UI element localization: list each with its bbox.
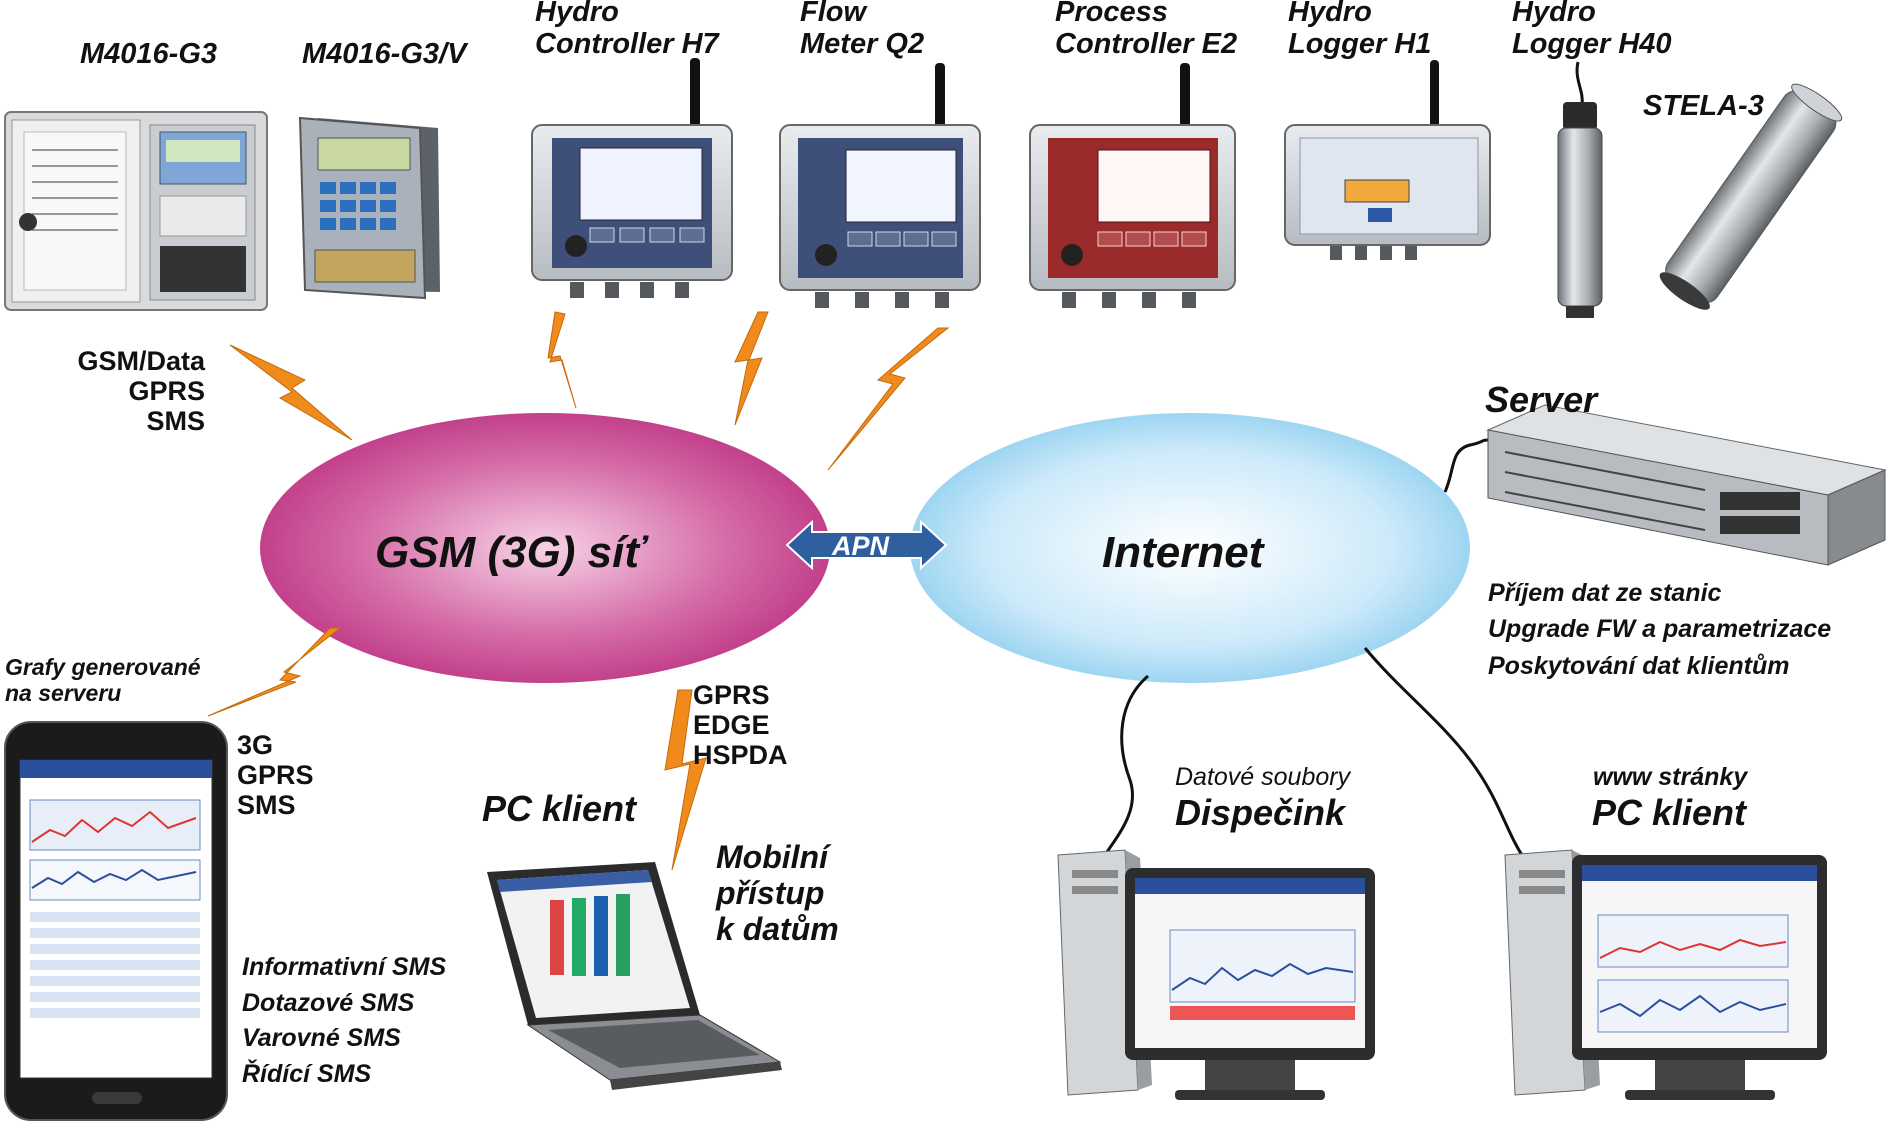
- web-client-subtitle: www stránky: [1593, 763, 1748, 791]
- flowmeter-q2-icon: [779, 63, 981, 308]
- dispatch-title: Dispečink: [1175, 792, 1346, 833]
- lightning-icon: [827, 327, 950, 471]
- sms-types: Informativní SMS Dotazové SMS Varovné SM…: [242, 953, 447, 1088]
- web-client-title: PC klient: [1592, 792, 1747, 833]
- laptop-icon: [487, 862, 782, 1090]
- mobile-access-text: Mobilní přístup k datům: [716, 839, 839, 947]
- lightning-icon: [734, 311, 769, 426]
- device-label-q2: Flow Meter Q2: [800, 0, 925, 61]
- device-label-stela: STELA-3: [1643, 90, 1764, 122]
- lightning-icon: [207, 627, 342, 717]
- apn-label: APN: [832, 531, 890, 561]
- webclient-cable: [1363, 647, 1527, 861]
- internet-cloud: [910, 413, 1470, 683]
- device-label-h7: Hydro Controller H7: [535, 0, 719, 61]
- device-label-m4016-g3v: M4016-G3/V: [302, 38, 467, 70]
- lightning-icon: [229, 344, 353, 441]
- server-cable: [1443, 438, 1489, 493]
- gsm-protocol-list: GSM/Data GPRS SMS: [77, 346, 205, 437]
- station-cabinet-icon: [4, 111, 268, 311]
- device-label-e2: Process Controller E2: [1055, 0, 1238, 61]
- apn-arrow: [785, 519, 948, 571]
- device-label-m4016-g3: M4016-G3: [80, 38, 218, 70]
- smartphone-icon: [4, 721, 228, 1121]
- lightning-icon: [664, 689, 707, 871]
- gsm-cloud: [260, 413, 830, 683]
- phone-protocols: 3G GPRS SMS: [237, 730, 314, 821]
- gsm-cloud-label: GSM (3G) síť: [375, 528, 646, 577]
- dispatch-subtitle: Datové soubory: [1175, 763, 1351, 791]
- lightning-icon: [547, 311, 577, 409]
- server-rack-icon: [1486, 404, 1887, 566]
- laptop-title: PC klient: [482, 788, 637, 829]
- phone-caption: Grafy generované na serveru: [5, 654, 201, 706]
- controller-h7-icon: [531, 58, 733, 298]
- datalogger-icon: [298, 116, 440, 300]
- process-controller-e2-icon: [1029, 63, 1236, 308]
- internet-cloud-label: Internet: [1102, 528, 1264, 577]
- dispatch-cable: [1103, 674, 1149, 856]
- server-functions: Příjem dat ze stanic Upgrade FW a parame…: [1488, 579, 1832, 680]
- stela-probe-icon: [1659, 83, 1843, 310]
- server-title: Server: [1485, 379, 1598, 420]
- lightning-bolts: [207, 311, 950, 871]
- webclient-pc-icon: [1504, 849, 1827, 1100]
- probe-h40-icon: [1557, 61, 1603, 318]
- network-cables: [1103, 438, 1527, 861]
- device-label-h40: Hydro Logger H40: [1512, 0, 1672, 61]
- hydro-logger-h1-icon: [1284, 60, 1491, 260]
- laptop-protocols: GPRS EDGE HSPDA: [693, 680, 788, 771]
- dispatch-pc-icon: [1057, 849, 1375, 1100]
- device-label-h1: Hydro Logger H1: [1288, 0, 1432, 61]
